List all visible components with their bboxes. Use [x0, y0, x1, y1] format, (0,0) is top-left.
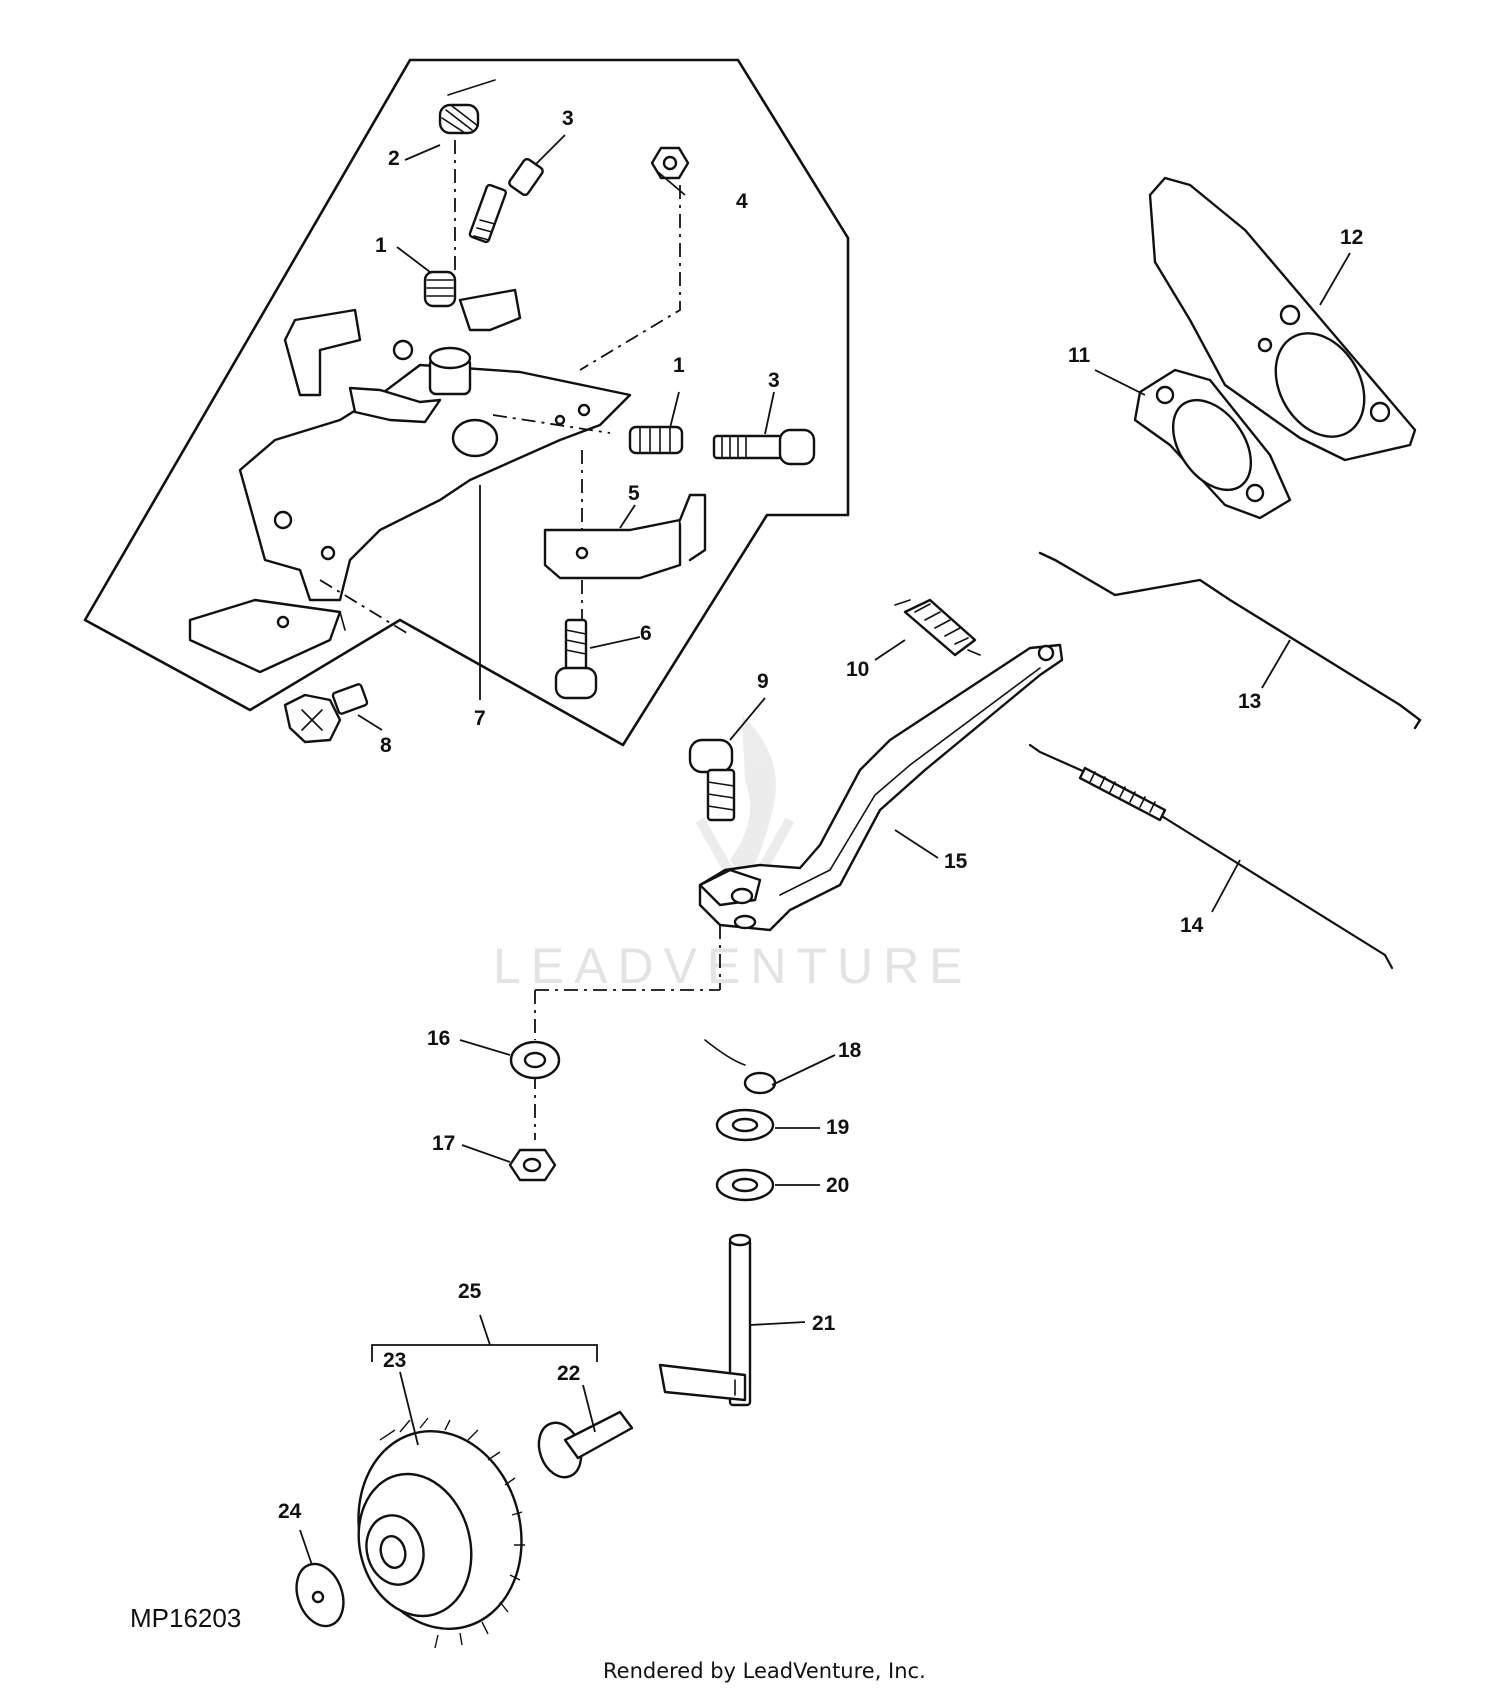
- control-bracket: [188, 288, 632, 674]
- gear-pin-22: [537, 1410, 634, 1479]
- callout-7: 7: [474, 707, 486, 730]
- governor-lever: [698, 643, 1064, 932]
- render-credit: Rendered by LeadVenture, Inc.: [603, 1659, 926, 1683]
- callout-6: 6: [640, 622, 652, 645]
- callout-10: 10: [846, 658, 869, 681]
- nut: [650, 146, 690, 180]
- pin-18: [704, 1039, 777, 1095]
- tension-spring: [894, 598, 981, 657]
- nut-17: [508, 1148, 557, 1182]
- kit-bracket-25: [371, 1314, 598, 1362]
- washer-16: [509, 1040, 561, 1080]
- screw-right: [712, 428, 816, 466]
- callout-19: 19: [826, 1116, 849, 1139]
- callout-24: 24: [278, 1500, 302, 1523]
- washer-19: [715, 1108, 775, 1142]
- bolt-mid: [554, 618, 598, 700]
- governor-gear-23: [357, 1417, 525, 1649]
- washer-20: [715, 1168, 775, 1202]
- callout-3-right: 3: [768, 369, 780, 392]
- leader-lines: [299, 134, 1351, 1566]
- callout-23: 23: [383, 1349, 406, 1372]
- gasket-11: [1133, 368, 1292, 520]
- callout-11: 11: [1068, 344, 1091, 367]
- assembly-lines-lower: [534, 925, 721, 1140]
- callout-9: 9: [757, 670, 769, 693]
- callout-25: 25: [458, 1280, 482, 1303]
- spring-left: [423, 270, 457, 308]
- callout-22: 22: [557, 1362, 580, 1385]
- callout-5: 5: [628, 482, 640, 505]
- link-rod: [1038, 551, 1422, 730]
- callout-1-left: 1: [375, 234, 387, 257]
- figure-code: MP16203: [130, 1603, 241, 1633]
- callout-12: 12: [1340, 226, 1363, 249]
- callout-1-right: 1: [673, 354, 685, 377]
- callout-15: 15: [944, 850, 968, 873]
- callout-13: 13: [1238, 690, 1261, 713]
- washer-24: [295, 1562, 345, 1628]
- callout-20: 20: [826, 1174, 849, 1197]
- callout-3-top: 3: [562, 107, 574, 130]
- bolt-9: [688, 738, 736, 822]
- watermark-text: LEADVENTURE: [493, 938, 973, 994]
- spring-right: [628, 425, 684, 455]
- callout-14: 14: [1180, 914, 1204, 937]
- assembly-lines-top: [319, 140, 681, 636]
- callout-16: 16: [427, 1027, 450, 1050]
- callout-21: 21: [812, 1312, 836, 1335]
- callout-2: 2: [388, 147, 400, 170]
- torsion-spring-top: [438, 79, 496, 135]
- screw-top: [468, 157, 544, 244]
- callout-8: 8: [380, 734, 392, 757]
- subassembly-outline: [83, 58, 850, 747]
- callout-17: 17: [432, 1132, 455, 1155]
- small-bracket: [543, 493, 707, 580]
- gasket-12: [1148, 176, 1417, 462]
- spring-rod: [1028, 743, 1394, 970]
- governor-shaft: [658, 1233, 752, 1407]
- callout-4: 4: [736, 190, 748, 213]
- hex-bolt: [283, 683, 369, 744]
- callout-18: 18: [838, 1039, 862, 1062]
